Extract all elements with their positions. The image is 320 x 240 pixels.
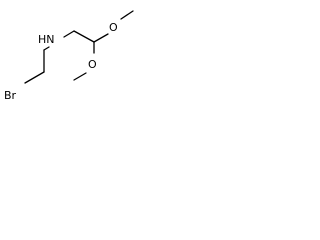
atom-label-bromine: Br	[4, 89, 17, 102]
bond-n-c3	[63, 30, 75, 38]
atom-label-nitrogen: HN	[38, 33, 55, 46]
bond-o-upper-methyl	[120, 10, 134, 20]
bond-c2-n	[43, 46, 50, 51]
chemical-structure: Br HN O O	[4, 10, 134, 102]
bond-o-lower-methyl	[73, 72, 87, 81]
bond-br-c1	[24, 71, 45, 84]
atom-label-oxygen-lower: O	[88, 58, 97, 71]
bond-c4-o-upper	[93, 33, 109, 43]
atom-label-oxygen-upper: O	[109, 21, 118, 34]
bond-c3-c4	[73, 30, 95, 43]
